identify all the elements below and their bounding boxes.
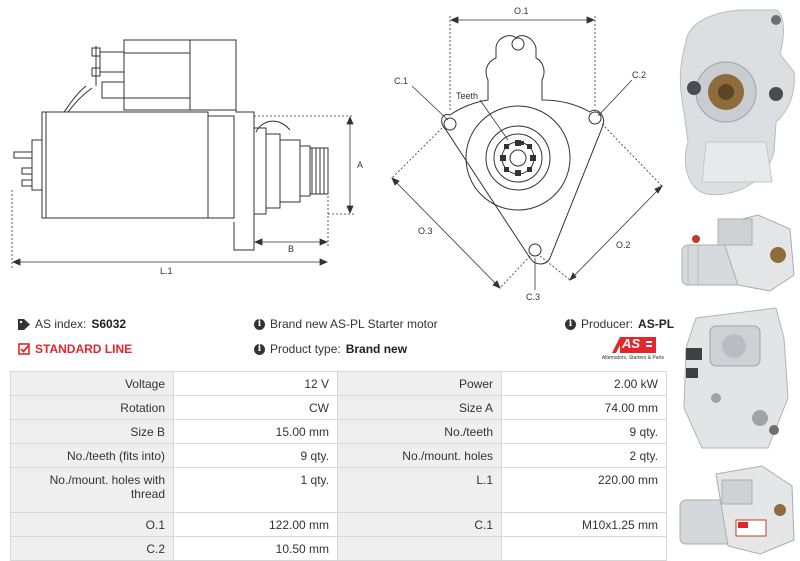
spec-label: C.1 [337, 512, 502, 537]
info-icon: i [254, 318, 265, 330]
dim-label-c3: C.3 [526, 292, 540, 302]
product-photo-rear[interactable] [676, 298, 798, 456]
side-view-drawing: A B L.1 [11, 39, 363, 276]
spec-value: 10.50 mm [173, 536, 338, 561]
spec-label: Size B [10, 419, 174, 444]
spec-label: No./mount. holes with thread [10, 467, 174, 513]
spec-value: M10x1.25 mm [501, 512, 667, 537]
producer: i Producer: AS-PL [565, 317, 674, 331]
spec-value: 9 qty. [501, 419, 667, 444]
spec-label: C.2 [10, 536, 174, 561]
tag-icon [18, 318, 30, 330]
spec-label: No./teeth [337, 419, 502, 444]
spec-value: 15.00 mm [173, 419, 338, 444]
as-index-value: S6032 [91, 317, 127, 331]
dim-label-o1: O.1 [514, 6, 529, 16]
spec-value: 2.00 kW [501, 371, 667, 396]
dim-label-o3: O.3 [418, 226, 433, 236]
info-icon: i [254, 343, 265, 355]
as-index-label: AS index: [35, 317, 87, 331]
as-pl-logo: AS Alternators, Starters & Parts [598, 335, 668, 365]
table-row: Rotation CW Size A 74.00 mm [10, 395, 667, 420]
table-row: O.1 122.00 mm C.1 M10x1.25 mm [10, 512, 667, 537]
spec-value: 2 qty. [501, 443, 667, 468]
product-description: i Brand new AS-PL Starter motor [254, 317, 438, 331]
spec-label [337, 536, 502, 561]
table-row: C.2 10.50 mm [10, 536, 667, 561]
product-photo-angle[interactable] [676, 460, 798, 558]
spec-value: 220.00 mm [501, 467, 667, 513]
spec-value: 9 qty. [173, 443, 338, 468]
dim-label-l1: L.1 [160, 266, 173, 276]
table-row: Size B 15.00 mm No./teeth 9 qty. [10, 419, 667, 444]
spec-label: Size A [337, 395, 502, 420]
spec-label: Power [337, 371, 502, 396]
spec-value: 12 V [173, 371, 338, 396]
spec-label: No./teeth (fits into) [10, 443, 174, 468]
spec-label: Voltage [10, 371, 174, 396]
dim-label-c1: C.1 [394, 76, 408, 86]
table-row: Voltage 12 V Power 2.00 kW [10, 371, 667, 396]
product-type-label: Product type: [270, 342, 341, 356]
logo-mark-text: AS [622, 336, 641, 351]
description-text: Brand new AS-PL Starter motor [270, 317, 438, 331]
spec-label: No./mount. holes [337, 443, 502, 468]
front-view-drawing: O.1 C.1 C.2 Teeth O.3 O.2 C.3 [391, 6, 663, 302]
dim-label-teeth: Teeth [456, 91, 478, 101]
dim-label-c2: C.2 [632, 70, 646, 80]
spec-value: 1 qty. [173, 467, 338, 513]
producer-label: Producer: [581, 317, 634, 331]
product-type: i Product type: Brand new [254, 342, 407, 356]
logo-tagline: Alternators, Starters & Parts [601, 355, 665, 361]
spec-value [501, 536, 667, 561]
checkbox-icon [18, 343, 30, 355]
producer-value: AS-PL [638, 317, 675, 331]
spec-table: Voltage 12 V Power 2.00 kW Rotation CW S… [10, 371, 667, 561]
spec-value: 122.00 mm [173, 512, 338, 537]
spec-label: L.1 [337, 467, 502, 513]
spec-label: O.1 [10, 512, 174, 537]
info-icon: i [565, 318, 576, 330]
spec-value: CW [173, 395, 338, 420]
dim-label-b: B [288, 244, 294, 254]
product-photo-front[interactable] [676, 2, 798, 204]
table-row: No./teeth (fits into) 9 qty. No./mount. … [10, 443, 667, 468]
spec-label: Rotation [10, 395, 174, 420]
standard-line: STANDARD LINE [18, 342, 132, 356]
table-row: No./mount. holes with thread 1 qty. L.1 … [10, 467, 667, 513]
dim-label-o2: O.2 [616, 240, 631, 250]
as-index: AS index: S6032 [18, 317, 126, 331]
product-photo-side[interactable] [678, 205, 798, 295]
spec-value: 74.00 mm [501, 395, 667, 420]
product-type-value: Brand new [345, 342, 408, 356]
standard-line-label: STANDARD LINE [35, 342, 133, 356]
dim-label-a: A [357, 160, 363, 170]
